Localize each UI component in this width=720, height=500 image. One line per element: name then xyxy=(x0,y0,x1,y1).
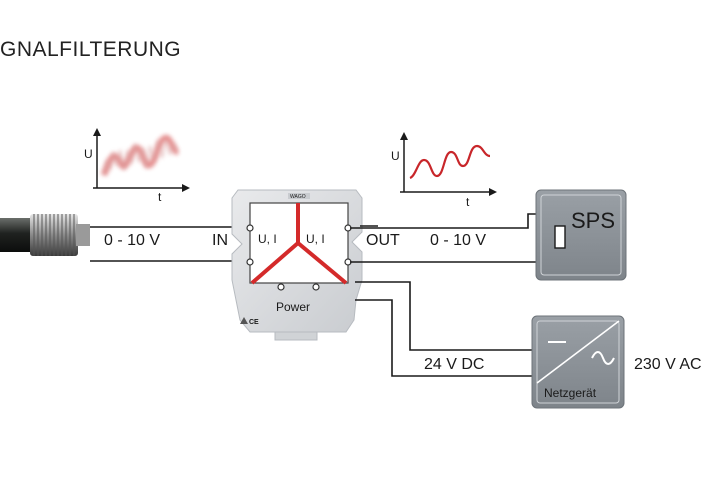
resistor-icon xyxy=(554,225,566,249)
input-axis-t-label: t xyxy=(158,190,162,204)
input-wires xyxy=(90,226,250,262)
signal-conditioner-module: WAGO U, I U, I Power CE xyxy=(231,189,363,341)
input-terminal-top xyxy=(246,224,254,232)
input-terminal-bottom xyxy=(246,258,254,266)
sps-label: SPS xyxy=(571,208,615,233)
warning-icon xyxy=(240,317,248,324)
input-axis-u-label: U xyxy=(84,147,93,161)
module-left-label: U, I xyxy=(258,232,277,246)
module-brand-label: WAGO xyxy=(290,194,306,200)
module-right-label: U, I xyxy=(306,232,325,246)
sensor-cable xyxy=(0,214,90,256)
ac-symbol-icon xyxy=(591,351,615,365)
output-axis-t-label: t xyxy=(466,195,470,209)
power-wires xyxy=(355,281,538,377)
power-unit-label: Netzgerät xyxy=(544,386,597,400)
diagram-title: GNALFILTERUNG xyxy=(0,38,182,61)
supply-voltage-label: 24 V DC xyxy=(424,356,484,373)
power-supply-box: Netzgerät xyxy=(531,315,625,409)
isolation-y-mark xyxy=(250,203,348,285)
output-range-label: 0 - 10 V xyxy=(430,232,486,249)
module-ce-label: CE xyxy=(249,319,259,326)
output-axis-u-label: U xyxy=(391,149,400,163)
module-power-label: Power xyxy=(276,300,310,314)
sps-controller-box: SPS xyxy=(535,189,627,281)
filtered-signal-curve xyxy=(409,144,491,180)
power-terminal-right xyxy=(312,283,320,291)
input-range-label: 0 - 10 V xyxy=(104,232,160,249)
output-signal-graph: U t xyxy=(391,132,497,209)
input-signal-graph: U t xyxy=(84,128,190,204)
input-port-label: IN xyxy=(212,232,228,249)
mains-voltage-label: 230 V AC xyxy=(634,356,702,373)
power-terminal-left xyxy=(277,283,285,291)
output-port-label: OUT xyxy=(366,232,400,249)
